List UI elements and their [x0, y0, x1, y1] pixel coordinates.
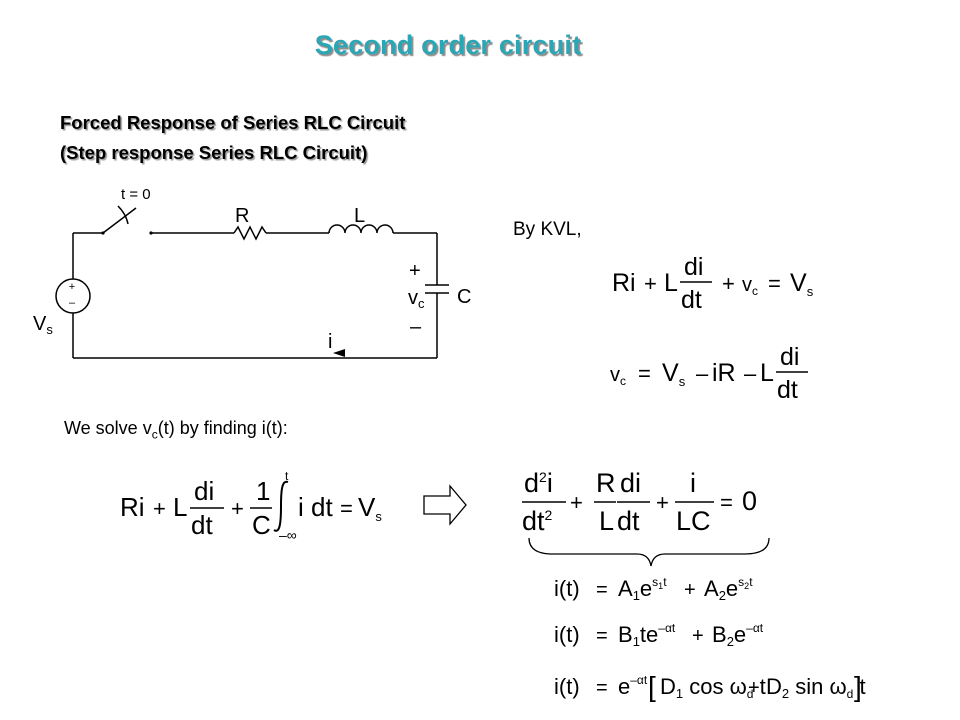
svg-text:di: di [620, 468, 641, 498]
differential-equation: d2i dt2 + R L di dt + i LC = 0 [522, 468, 757, 536]
subtitle-line-2: (Step response Series RLC Circuit) [60, 142, 368, 163]
svg-text:–: – [744, 361, 757, 386]
capacitor-label: C [457, 286, 471, 308]
svg-text:+: + [644, 271, 657, 296]
source-minus-sign: – [69, 297, 76, 309]
svg-text:[: [ [648, 671, 656, 702]
svg-text:Ri: Ri [120, 492, 145, 522]
slide-title: Second order circuit [314, 30, 582, 60]
integral-sign [273, 480, 289, 532]
svg-text:i(t): i(t) [554, 674, 580, 699]
svg-text:vc: vc [742, 274, 758, 298]
svg-text:A1es1t: A1es1t [618, 575, 667, 603]
svg-text:Ri: Ri [612, 269, 636, 297]
resistor-label: R [235, 205, 249, 227]
svg-text:L: L [760, 359, 774, 387]
cap-voltage-minus: – [410, 316, 422, 338]
svg-text:+: + [153, 496, 166, 521]
svg-text:Vs: Vs [790, 269, 814, 299]
svg-text:d2i: d2i [524, 468, 553, 498]
svg-text:+: + [692, 625, 704, 647]
switch-contact-right [149, 231, 153, 235]
cap-voltage-plus: + [409, 260, 421, 282]
svg-text:–∞: –∞ [279, 527, 297, 543]
svg-text:=: = [720, 490, 733, 515]
by-kvl-label: By KVL, [513, 219, 582, 240]
svg-text:+: + [684, 579, 696, 601]
svg-text:dt2: dt2 [522, 506, 553, 536]
svg-text:D2 sin ωd t: D2 sin ωd t [766, 674, 866, 701]
svg-text:dt: dt [777, 376, 798, 404]
svg-text:LC: LC [676, 506, 711, 536]
solution-critically-damped: i(t) = B1te–αt + B2e–αt [554, 621, 764, 649]
svg-text:di: di [684, 253, 703, 281]
svg-text:di: di [780, 343, 799, 371]
svg-text:vc: vc [610, 364, 626, 388]
svg-text:+: + [570, 490, 583, 515]
svg-text:]: ] [854, 671, 862, 702]
integral-equation: Ri + L di dt + 1 C t –∞ i dt = Vs [120, 469, 382, 543]
switch-blade [102, 207, 137, 234]
svg-text:B1te–αt: B1te–αt [618, 621, 676, 649]
inductor-label: L [354, 205, 365, 227]
svg-text:A2es2t: A2es2t [704, 575, 753, 603]
source-label: Vs [33, 313, 53, 337]
svg-text:+: + [722, 271, 735, 296]
svg-text:i(t): i(t) [554, 576, 580, 601]
inductor-coils [328, 224, 394, 234]
svg-text:=: = [596, 677, 608, 699]
svg-text:1: 1 [256, 476, 270, 506]
svg-text:=: = [638, 361, 651, 386]
current-arrow-icon [333, 349, 345, 357]
svg-text:R: R [596, 468, 616, 498]
svg-text:L: L [664, 269, 678, 297]
svg-text:+: + [656, 490, 669, 515]
kvl-equation-1: Ri + L di dt + vc = Vs [612, 253, 814, 314]
slide-subtitle: Forced Response of Series RLC Circuit (S… [60, 108, 405, 168]
svg-text:=: = [340, 496, 353, 521]
svg-text:C: C [252, 510, 271, 540]
kvl-equation-2: vc = Vs – iR – L di dt [610, 343, 808, 404]
svg-text:B2e–αt: B2e–αt [712, 621, 764, 649]
svg-text:+: + [748, 677, 760, 699]
svg-text:+: + [231, 496, 244, 521]
solution-underdamped: i(t) = e–αt [ D1 cos ωd t + D2 sin ωd t … [554, 671, 866, 702]
cap-voltage-v: vc [408, 287, 425, 311]
svg-text:=: = [596, 625, 608, 647]
source-plus-sign: + [69, 281, 75, 293]
svg-text:i dt: i dt [298, 492, 333, 522]
subtitle-line-1: Forced Response of Series RLC Circuit [60, 112, 406, 133]
switch-time-label: t = 0 [121, 186, 151, 203]
solution-overdamped: i(t) = A1es1t + A2es2t [554, 575, 753, 603]
svg-text:di: di [194, 476, 214, 506]
svg-text:=: = [768, 271, 781, 296]
svg-text:Vs: Vs [662, 359, 686, 389]
svg-text:L: L [599, 506, 614, 536]
svg-text:0: 0 [742, 486, 757, 516]
svg-text:dt: dt [681, 286, 702, 314]
svg-text:=: = [596, 579, 608, 601]
voltage-source-circle [55, 278, 91, 314]
svg-text:t: t [285, 469, 289, 483]
resistor-zigzag [233, 225, 267, 241]
current-label: i [328, 331, 332, 353]
svg-text:e–αt: e–αt [618, 673, 648, 699]
svg-text:i(t): i(t) [554, 622, 580, 647]
svg-text:dt: dt [191, 510, 213, 540]
svg-text:L: L [173, 492, 187, 522]
solve-statement: We solve vc(t) by finding i(t): [64, 418, 288, 442]
svg-text:i: i [690, 468, 696, 498]
svg-text:dt: dt [617, 506, 640, 536]
switch-contact-left [101, 231, 105, 235]
svg-text:Vs: Vs [358, 492, 382, 524]
switch-arrow-arc [117, 205, 129, 225]
svg-text:–: – [696, 361, 709, 386]
svg-text:iR: iR [712, 359, 736, 387]
brace-icon [528, 537, 770, 567]
implies-arrow-icon [423, 484, 467, 526]
